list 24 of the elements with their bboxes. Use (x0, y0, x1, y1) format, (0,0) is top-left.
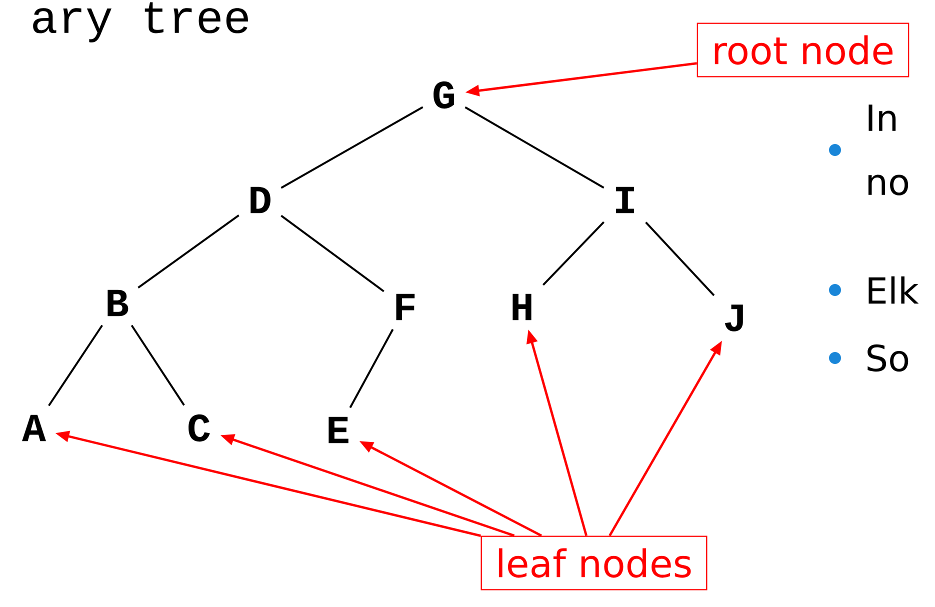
tree-edge (138, 214, 240, 289)
tree-edge (280, 106, 424, 189)
tree-edge (48, 324, 103, 406)
tree-edge (130, 324, 185, 406)
tree-node-letter: C (188, 414, 210, 442)
callout-box: root node (696, 22, 910, 78)
tree-edge (280, 214, 384, 292)
tree-node-letter: H (512, 294, 532, 320)
tree-node-letter: G (434, 81, 454, 109)
tree-edge (349, 328, 394, 408)
tree-node-letter: B (108, 290, 128, 316)
tree-node-letter: D (250, 186, 270, 214)
callout-box: leaf nodes (480, 536, 708, 590)
tree-node-letter: E (328, 416, 348, 444)
title: ary tree (33, 2, 248, 42)
tree-edge (645, 222, 715, 296)
tree-node-letter: A (22, 414, 46, 442)
tree-edge (464, 106, 604, 189)
bullet-text: Elk (868, 276, 919, 304)
tree-node-letter: I (616, 186, 634, 214)
tree-node-letter: J (725, 304, 743, 332)
tree-edge (542, 221, 605, 286)
tree-node-letter: F (396, 294, 415, 320)
bullet-text: So (868, 344, 908, 372)
